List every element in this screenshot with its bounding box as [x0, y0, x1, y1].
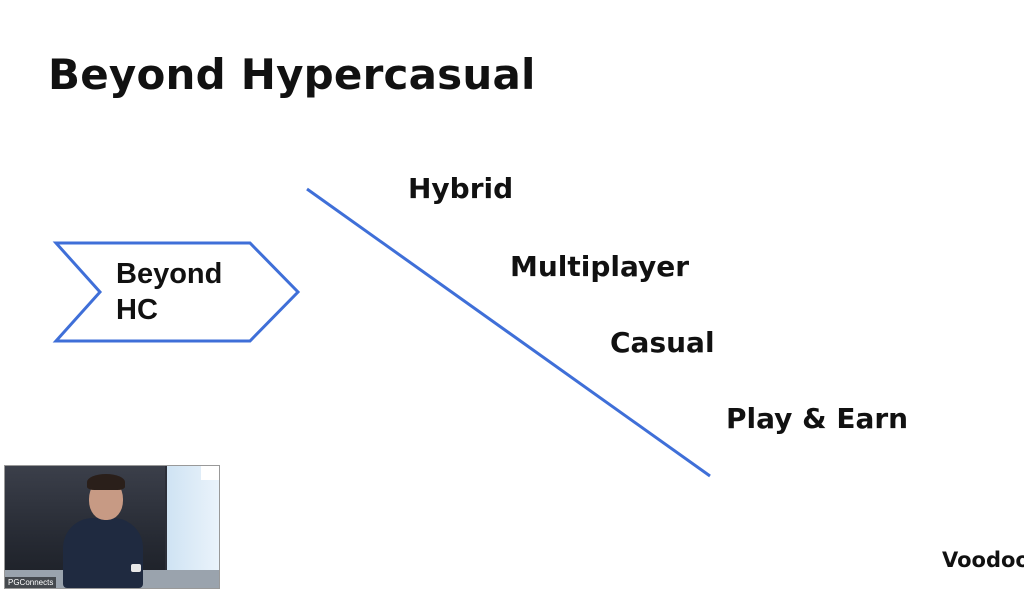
chevron-shape	[52, 241, 301, 343]
item-hybrid: Hybrid	[408, 172, 514, 205]
item-play-and-earn: Play & Earn	[726, 402, 909, 435]
speaker-body	[63, 518, 143, 588]
webcam-stage-screen	[167, 466, 219, 576]
speaker-webcam-feed: PGConnects	[4, 465, 220, 589]
speaker-hair	[87, 474, 125, 490]
webcam-screen-corner	[201, 466, 219, 480]
slide-title: Beyond Hypercasual	[48, 50, 536, 99]
item-multiplayer: Multiplayer	[510, 250, 690, 283]
webcam-tag: PGConnects	[5, 577, 57, 588]
microphone-icon	[131, 564, 141, 572]
chevron-label: Beyond HC	[116, 258, 223, 326]
item-casual: Casual	[610, 326, 715, 359]
brand-logo-text: Voodoo	[942, 548, 1024, 572]
